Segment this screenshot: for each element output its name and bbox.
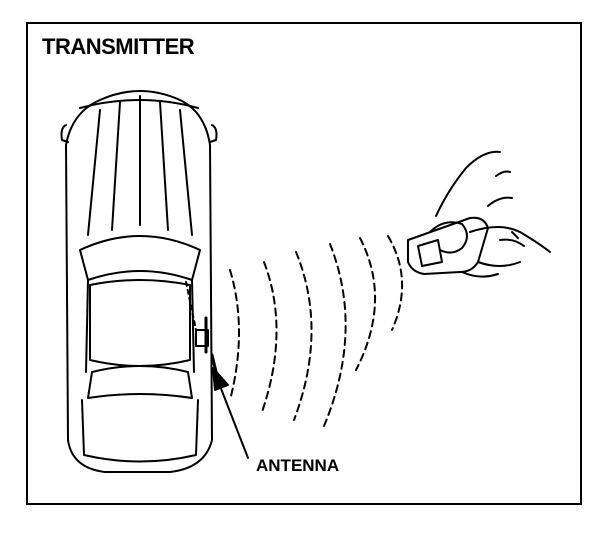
antenna-label: ANTENNA: [256, 456, 340, 475]
hand-with-transmitter-icon: [407, 150, 551, 278]
diagram-title: TRANSMITTER: [42, 34, 195, 59]
car-icon: [60, 90, 218, 473]
pointer-arrow-icon: [212, 367, 249, 459]
radio-waves-icon: [229, 235, 404, 427]
diagram-frame: [26, 22, 582, 505]
